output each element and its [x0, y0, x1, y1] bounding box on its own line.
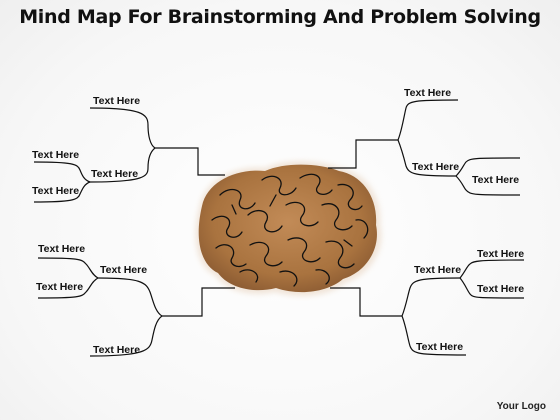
node-label-tl-mid: Text Here — [91, 168, 138, 180]
page-title: Mind Map For Brainstorming And Problem S… — [19, 6, 541, 28]
node-label-tl-far1: Text Here — [32, 149, 79, 161]
node-label-tl-top: Text Here — [93, 95, 140, 107]
node-labels: Text Here Text Here Text Here Text Here … — [32, 87, 524, 356]
node-label-tl-far2: Text Here — [32, 185, 79, 197]
node-label-bl-mid: Text Here — [100, 264, 147, 276]
node-label-br-bottom: Text Here — [416, 341, 463, 353]
node-label-bl-bottom: Text Here — [93, 344, 140, 356]
brain-image — [195, 161, 382, 297]
logo-text: Your Logo — [496, 401, 546, 412]
node-label-tr-far: Text Here — [472, 174, 519, 186]
node-label-tr-mid: Text Here — [412, 161, 459, 173]
node-label-bl-far2: Text Here — [36, 281, 83, 293]
node-label-bl-far1: Text Here — [38, 243, 85, 255]
node-label-br-mid: Text Here — [414, 264, 461, 276]
node-label-br-far2: Text Here — [477, 283, 524, 295]
connector-lines — [33, 99, 525, 357]
node-label-br-far1: Text Here — [477, 248, 524, 260]
node-label-tr-top: Text Here — [404, 87, 451, 99]
brain-folds — [211, 173, 369, 287]
